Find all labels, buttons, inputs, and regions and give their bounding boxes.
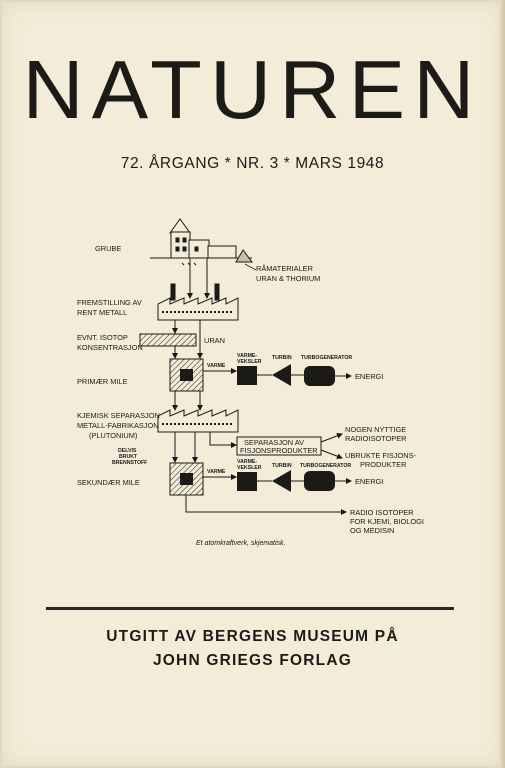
label-sekundaer: SEKUNDÆR MILE [77, 478, 140, 487]
label-separasjon-1: SEPARASJON AV [244, 438, 304, 447]
issue-line: 72. ÅRGANG * NR. 3 * MARS 1948 [120, 155, 385, 172]
label-kjemisk-1: KJEMISK SEPARASJON [77, 411, 160, 420]
label-varmeveksler-bot-2: VEKSLER [237, 465, 262, 471]
publisher-block: UTGITT AV BERGENS MUSEUM PÅ JOHN GRIEGS … [0, 625, 505, 673]
label-delvis-3: BRENNSTOFF [112, 460, 147, 466]
label-turbogenerator-top: TURBOGENERATOR [301, 355, 352, 361]
label-grube: GRUBE [95, 244, 121, 253]
label-ubrukte-1: UBRUKTE FISJONS- [345, 451, 417, 460]
turbogenerator-bottom-icon [304, 471, 335, 491]
label-varme-bottom: VARME [207, 469, 226, 475]
label-delvis-1: DELVIS [118, 448, 137, 454]
label-turbin-top: TURBIN [272, 355, 292, 361]
label-separasjon-2: FISJONSPRODUKTER [240, 446, 318, 455]
label-isotop-2: KONSENTRASJON [77, 343, 143, 352]
secondary-pile-icon [169, 462, 204, 496]
label-varme-top: VARME [207, 363, 226, 369]
label-fremstilling-1: FREMSTILLING AV [77, 298, 142, 307]
diagram-caption: Et atomkraftverk, skjematisk. [196, 540, 286, 547]
label-nogen-1: NOGEN NYTTIGE [345, 425, 406, 434]
factory-icon [157, 283, 239, 321]
label-fremstilling-2: RENT METALL [77, 308, 127, 317]
label-turbin-bottom: TURBIN [272, 463, 292, 469]
label-turbogenerator-bottom: TURBOGENERATOR [300, 463, 351, 469]
label-radio-1: RADIO ISOTOPER [350, 508, 414, 517]
label-nogen-2: RADIOISOTOPER [345, 434, 406, 443]
label-ramaterialer-2: URAN & THORIUM [256, 274, 320, 283]
publisher-line-1: UTGITT AV BERGENS MUSEUM PÅ [106, 628, 399, 645]
label-radio-3: OG MEDISIN [350, 526, 394, 535]
label-delvis-2: BRUKT [119, 454, 138, 460]
label-kjemisk-2: METALL-FABRIKASJON [77, 421, 159, 430]
turbine-top-icon [272, 364, 291, 386]
label-uran: URAN [204, 336, 225, 345]
turbine-bottom-icon [272, 470, 291, 492]
heat-exchanger-bottom-icon [237, 472, 257, 491]
turbogenerator-top-icon [304, 366, 335, 386]
label-radio-2: FOR KJEMI, BIOLOGI [350, 517, 424, 526]
label-energi-top: ENERGI [355, 372, 383, 381]
isotope-unit-icon [139, 333, 197, 347]
fission-separation-box [236, 436, 322, 456]
label-energi-bottom: ENERGI [355, 477, 383, 486]
mine-building-icon [150, 218, 253, 266]
primary-pile-icon [169, 358, 204, 392]
heat-exchanger-top-icon [237, 366, 257, 385]
label-primaer: PRIMÆR MILE [77, 377, 128, 386]
power-plant-diagram: GRUBE RÅMATERIALER URAN & THORIUM FREMST… [77, 218, 424, 547]
label-ubrukte-2: PRODUKTER [360, 460, 406, 469]
page-edge [499, 0, 505, 768]
label-isotop-1: EVNT. ISOTOP [77, 333, 128, 342]
label-kjemisk-3: (PLUTONIUM) [89, 431, 137, 440]
label-ramaterialer-1: RÅMATERIALER [256, 264, 313, 273]
separation-plant-icon [157, 409, 239, 433]
divider-rule [46, 607, 454, 610]
magazine-title: NATUREN [22, 43, 483, 136]
label-varmeveksler-top-2: VEKSLER [237, 359, 262, 365]
label-varmeveksler-top-1: VARME- [237, 353, 257, 359]
label-varmeveksler-bot-1: VARME- [237, 459, 257, 465]
publisher-line-2: JOHN GRIEGS FORLAG [152, 652, 352, 669]
